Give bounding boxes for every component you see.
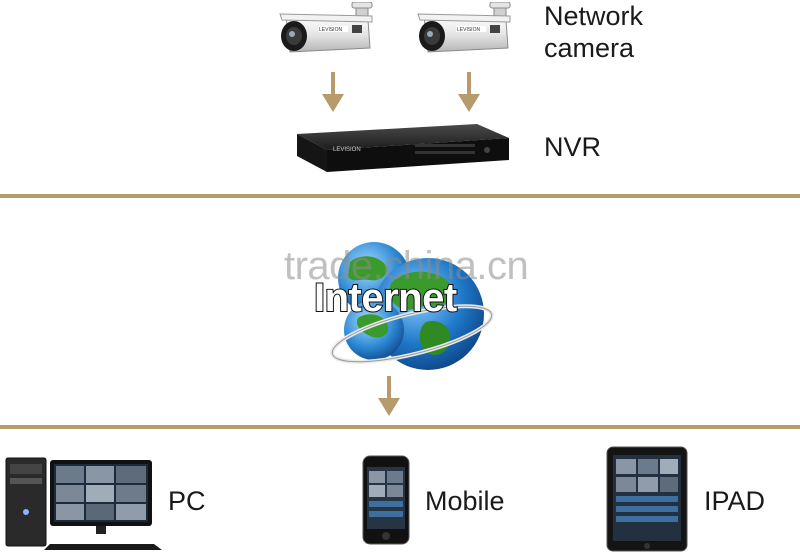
nvr-label: NVR bbox=[544, 132, 602, 162]
ipad-label: IPAD bbox=[704, 486, 766, 516]
camera-label-line1: Network bbox=[544, 1, 644, 31]
desktop-pc-icon bbox=[5, 457, 162, 550]
arrow-down-icon bbox=[378, 376, 400, 416]
camera-brand-text: LEVISION bbox=[319, 27, 342, 33]
section-divider-bottom bbox=[0, 425, 800, 429]
section-divider-top bbox=[0, 194, 800, 198]
network-camera-right: LEVISION bbox=[410, 1, 525, 64]
pc-label: PC bbox=[168, 486, 206, 516]
arrow-down-icon bbox=[322, 72, 344, 112]
globe-icon bbox=[330, 242, 494, 370]
tablet-icon bbox=[606, 446, 688, 552]
pc-device bbox=[4, 452, 168, 552]
network-camera-icon: LEVISION bbox=[417, 1, 511, 53]
camera-label-line2: camera bbox=[544, 33, 635, 63]
mobile-device bbox=[362, 455, 410, 545]
arrow-down-icon bbox=[458, 72, 480, 112]
watermark-text: trade.china.cn bbox=[284, 244, 529, 288]
nvr-recorder-icon: LEVISION bbox=[297, 124, 509, 172]
camera-brand-text: LEVISION bbox=[457, 27, 480, 33]
internet-globe bbox=[300, 222, 500, 382]
nvr-brand-text: LEVISION bbox=[333, 147, 361, 153]
ipad-device bbox=[606, 446, 688, 552]
camera-label: Network camera bbox=[544, 0, 643, 64]
mobile-label: Mobile bbox=[425, 486, 505, 516]
network-camera-icon: LEVISION bbox=[279, 1, 373, 53]
nvr-device: LEVISION bbox=[287, 120, 511, 176]
smartphone-icon bbox=[362, 455, 410, 545]
internet-label: Internet bbox=[313, 275, 458, 321]
network-camera-left: LEVISION bbox=[272, 1, 387, 64]
